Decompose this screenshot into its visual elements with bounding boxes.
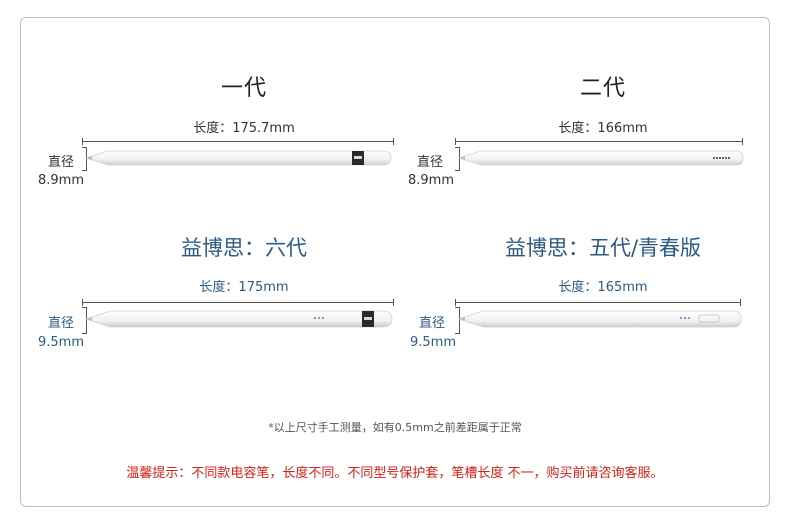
ebs-gen6-title: 益博思：六代 (181, 236, 307, 260)
gen2-title: 二代 (579, 76, 626, 101)
ebs-gen6-diameter-bracket (82, 307, 87, 334)
gen2-length: 长度：166mm (558, 121, 648, 136)
gen1-pencil-image (84, 150, 392, 166)
gen1-diameter-value: 8.9mm (38, 173, 85, 188)
ebs-gen5-diameter-bracket (455, 307, 460, 334)
gen1-title: 一代 (220, 76, 267, 101)
warning-notice: 温馨提示：不同款电容笔，长度不同。不同型号保护套，笔槽长度 不一，购买前请咨询客… (126, 466, 664, 481)
ebs-gen5-length-line (455, 299, 741, 306)
ebs-gen6-length-line (82, 299, 394, 306)
gen1-diameter-bracket (82, 147, 87, 171)
ebs-gen5-length: 长度：165mm (558, 280, 648, 295)
gen2-diameter-bracket (455, 147, 460, 171)
ebs-gen5-diameter-label: 直径 (419, 316, 446, 331)
gen2-pencil-image (457, 150, 744, 166)
gen2-length-line (455, 138, 743, 145)
ebs-gen5-title: 益博思：五代/青春版 (504, 236, 702, 260)
gen1-diameter-label: 直径 (48, 155, 75, 170)
gen2-diameter-label: 直径 (417, 155, 444, 170)
ebs-gen6-pencil-image (84, 310, 393, 328)
ebs-gen5-pencil-image (457, 310, 742, 328)
ebs-gen6-length: 长度：175mm (199, 280, 289, 295)
measurement-note: *以上尺寸手工测量，如有0.5mm之前差距属于正常 (268, 421, 522, 434)
ebs-gen6-diameter-value: 9.5mm (38, 335, 85, 350)
content-frame (20, 17, 770, 507)
ebs-gen6-diameter-label: 直径 (48, 316, 75, 331)
gen1-length: 长度：175.7mm (193, 121, 295, 136)
gen1-length-line (82, 138, 394, 145)
ebs-gen5-diameter-value: 9.5mm (410, 335, 457, 350)
gen2-diameter-value: 8.9mm (408, 173, 455, 188)
